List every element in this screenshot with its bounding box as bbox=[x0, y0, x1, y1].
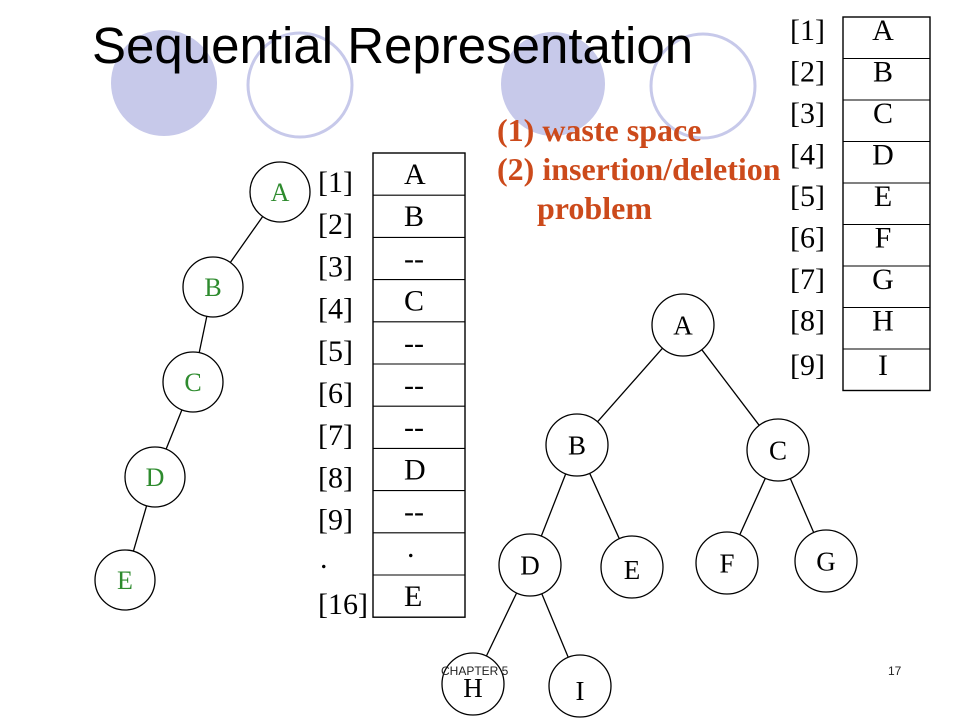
complete-tree-node-label: C bbox=[769, 436, 787, 466]
page-number: 17 bbox=[888, 664, 902, 678]
complete-tree-edge bbox=[739, 478, 766, 535]
array-value: B bbox=[873, 56, 893, 89]
note-insertion-deletion: (2) insertion/deletion bbox=[497, 151, 781, 187]
skewed-tree-node-label: D bbox=[146, 463, 165, 492]
array-index: [5] bbox=[318, 335, 353, 368]
complete-tree-node bbox=[695, 531, 759, 595]
decor-circle-ring bbox=[649, 32, 757, 140]
array-index: [9] bbox=[790, 349, 825, 382]
skewed-tree-node-label: A bbox=[271, 178, 290, 207]
skewed-tree-node bbox=[249, 161, 311, 223]
note-problem: problem bbox=[537, 190, 652, 226]
array-value: -- bbox=[404, 496, 424, 529]
array-value: E bbox=[404, 580, 422, 613]
array-index: [16] bbox=[318, 588, 368, 621]
array-value: -- bbox=[404, 242, 424, 275]
complete-tree-node bbox=[548, 654, 612, 718]
complete-tree-node-label: E bbox=[624, 555, 641, 585]
complete-tree-edge bbox=[540, 473, 567, 537]
array-value: A bbox=[404, 158, 426, 191]
complete-tree-edge bbox=[701, 349, 760, 426]
array-value: -- bbox=[404, 369, 424, 402]
array-index: [1] bbox=[790, 14, 825, 47]
complete-tree-node bbox=[651, 293, 715, 357]
array-index: . bbox=[320, 542, 328, 575]
array-index: [1] bbox=[318, 166, 353, 199]
array-value: E bbox=[874, 180, 892, 213]
complete-tree-node bbox=[441, 652, 505, 716]
decor-circle-filled bbox=[111, 30, 217, 136]
array-box bbox=[842, 16, 931, 392]
complete-tree-edge bbox=[597, 347, 663, 423]
skewed-tree-node-label: B bbox=[204, 273, 221, 302]
skewed-tree-edge bbox=[165, 409, 183, 450]
skewed-tree-node bbox=[94, 549, 156, 611]
decor-circle-ring bbox=[246, 31, 354, 139]
skewed-tree-edge bbox=[229, 216, 264, 263]
array-index: [3] bbox=[790, 97, 825, 130]
complete-tree-edge bbox=[789, 478, 815, 533]
array-value: I bbox=[878, 349, 888, 382]
array-index: [8] bbox=[790, 305, 825, 338]
array-value: A bbox=[872, 14, 894, 47]
array-index: [2] bbox=[790, 56, 825, 89]
array-index: [8] bbox=[318, 461, 353, 494]
array-value: -- bbox=[404, 411, 424, 444]
array-value: F bbox=[875, 222, 892, 255]
complete-tree-node-label: B bbox=[568, 431, 586, 461]
array-index: [9] bbox=[318, 504, 353, 537]
complete-tree-node bbox=[746, 418, 810, 482]
complete-tree-array: [1] [2] [3] [4] [5] [6] [7] [8] [9] A B … bbox=[790, 14, 931, 392]
skewed-tree-edge bbox=[132, 505, 148, 552]
array-value: G bbox=[872, 263, 894, 296]
skewed-tree-node-label: E bbox=[117, 566, 133, 595]
complete-tree-edge bbox=[541, 593, 569, 658]
array-index: [6] bbox=[790, 222, 825, 255]
slide-title: Sequential Representation bbox=[92, 17, 693, 74]
footer-chapter: CHAPTER 5 bbox=[441, 664, 509, 678]
array-index: [4] bbox=[790, 139, 825, 172]
array-value: D bbox=[404, 453, 426, 486]
skewed-tree-node-label: C bbox=[184, 368, 201, 397]
complete-tree-node-label: A bbox=[673, 311, 693, 341]
array-index: [6] bbox=[318, 377, 353, 410]
array-value: D bbox=[872, 139, 894, 172]
array-index: [5] bbox=[790, 180, 825, 213]
array-index: [2] bbox=[318, 208, 353, 241]
array-value: H bbox=[872, 305, 894, 338]
complete-tree-node bbox=[794, 529, 858, 593]
complete-tree-node-label: I bbox=[576, 676, 585, 706]
complete-tree-node bbox=[545, 413, 609, 477]
array-value: -- bbox=[404, 327, 424, 360]
complete-tree-node bbox=[498, 533, 562, 597]
complete-tree-node-label: F bbox=[719, 549, 734, 579]
skewed-tree-edge bbox=[198, 316, 208, 353]
complete-tree-edge bbox=[485, 592, 518, 657]
array-value: C bbox=[404, 285, 424, 318]
decor-circle-filled bbox=[501, 32, 605, 136]
array-value: C bbox=[873, 97, 893, 130]
array-index: [7] bbox=[318, 419, 353, 452]
skewed-tree-node bbox=[182, 256, 244, 318]
complete-tree-node-label: H bbox=[463, 673, 483, 703]
complete-tree-edge bbox=[589, 473, 620, 539]
decorative-circles bbox=[111, 30, 757, 140]
array-value: B bbox=[404, 200, 424, 233]
complete-tree-node-label: G bbox=[816, 547, 836, 577]
array-box bbox=[372, 152, 466, 618]
complete-tree-node bbox=[600, 535, 664, 599]
complete-tree-node-label: D bbox=[520, 551, 540, 581]
skewed-tree-node bbox=[124, 446, 186, 508]
array-index: [4] bbox=[318, 293, 353, 326]
skewed-tree-node bbox=[162, 351, 224, 413]
skewed-tree-array: [1] [2] [3] [4] [5] [6] [7] [8] [9] . [1… bbox=[318, 152, 466, 621]
skewed-tree: A B C D E bbox=[94, 161, 311, 611]
array-index: [3] bbox=[318, 250, 353, 283]
array-value: . bbox=[407, 531, 415, 564]
complete-tree: A B C D E F G H I bbox=[441, 293, 858, 718]
array-index: [7] bbox=[790, 263, 825, 296]
note-waste-space: (1) waste space bbox=[497, 112, 701, 148]
notes: (1) waste space (2) insertion/deletion p… bbox=[497, 112, 781, 226]
